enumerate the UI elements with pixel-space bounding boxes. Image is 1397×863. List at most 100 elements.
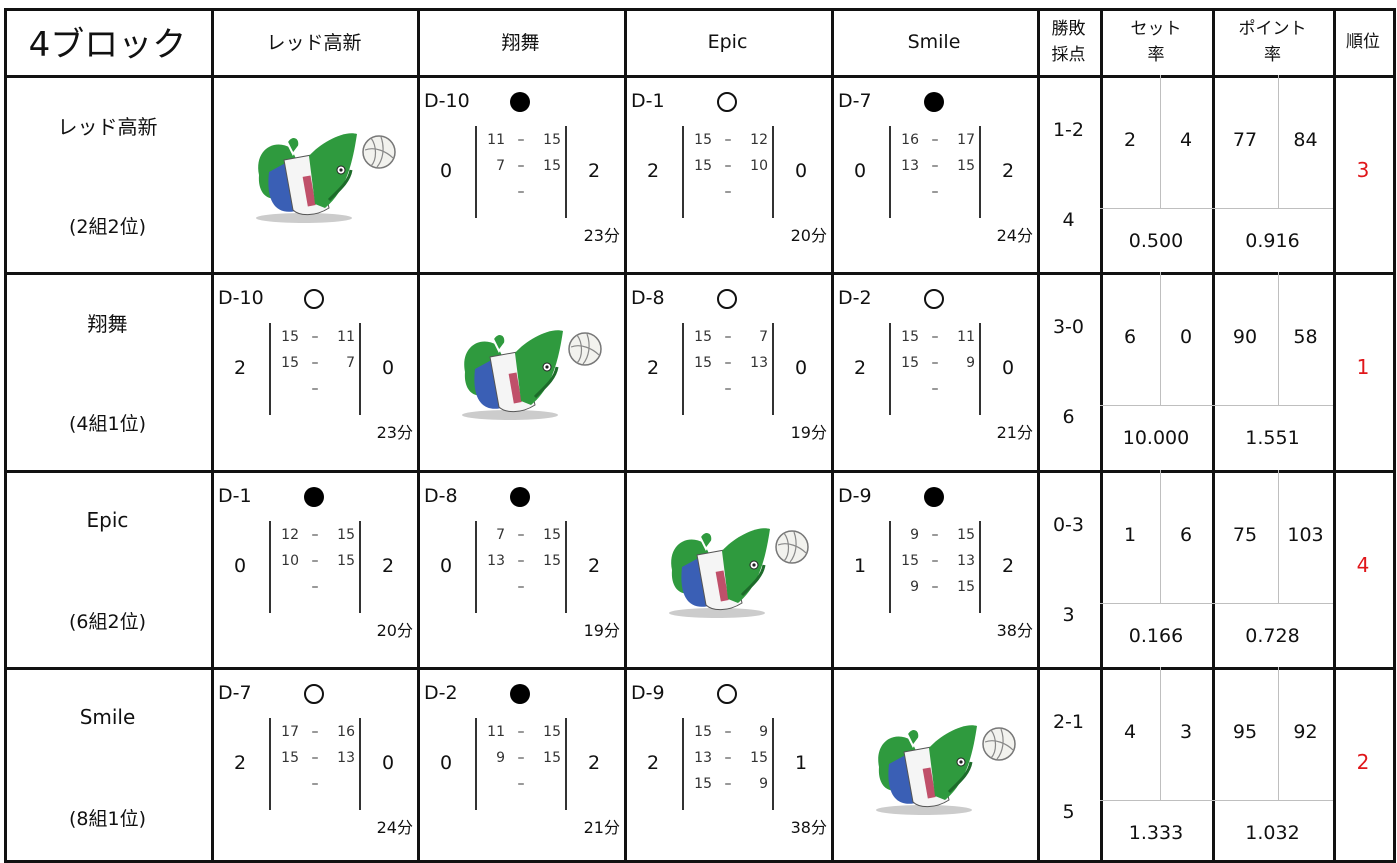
set-score-a: 13 <box>487 553 505 569</box>
set-row: – <box>891 381 979 403</box>
point-mid-line <box>1278 272 1279 405</box>
set-rate: 0.166 <box>1128 625 1184 647</box>
right-score: 0 <box>795 160 808 182</box>
points-for: 90 <box>1232 326 1258 348</box>
win-loss-record: 3-0 <box>1052 316 1085 338</box>
set-row: 13–15 <box>891 158 979 180</box>
set-dash: – <box>931 579 939 595</box>
point-rate-header: ポイント率 <box>1212 8 1333 75</box>
set-dash: – <box>517 132 525 148</box>
set-row: – <box>271 381 359 403</box>
set-row: 15–7 <box>271 355 359 377</box>
sets-won: 6 <box>1123 326 1137 348</box>
left-score: 0 <box>440 752 453 774</box>
set-row: 9–15 <box>477 750 565 772</box>
win-loss-record: 1-2 <box>1052 119 1085 141</box>
set-row: – <box>684 184 772 206</box>
set-score-a: 15 <box>901 329 919 345</box>
team-header: レッド高新 <box>266 32 362 54</box>
match-duration: 23分 <box>583 226 620 245</box>
set-mid-line <box>1160 272 1161 405</box>
set-score-b: 15 <box>957 579 975 595</box>
set-score-b: 15 <box>750 750 768 766</box>
set-row: 15–7 <box>684 329 772 351</box>
set-score-b: 15 <box>543 750 561 766</box>
match-duration: 21分 <box>583 818 620 837</box>
sets-won: 4 <box>1123 721 1137 743</box>
grid-vline <box>4 8 7 860</box>
team-name: Epic <box>86 508 129 532</box>
win-circle-icon <box>304 684 324 704</box>
set-row: – <box>684 381 772 403</box>
set-row: – <box>271 776 359 798</box>
point-rate: 0.916 <box>1245 230 1300 252</box>
set-row: – <box>477 579 565 601</box>
match-id: D-8 <box>631 287 665 309</box>
set-score-a: 16 <box>901 132 919 148</box>
sets-won: 2 <box>1123 129 1137 151</box>
set-dash: – <box>724 132 732 148</box>
set-row: 15–10 <box>684 158 772 180</box>
win-circle-icon <box>304 289 324 309</box>
set-score-b: 9 <box>966 355 975 371</box>
right-score: 2 <box>1002 160 1015 182</box>
left-score: 2 <box>647 357 660 379</box>
set-score-b: 15 <box>337 527 355 543</box>
match-id: D-8 <box>424 485 458 507</box>
win-circle-icon <box>717 684 737 704</box>
match-id: D-7 <box>838 90 872 112</box>
match-duration: 38分 <box>790 818 827 837</box>
set-row: 11–15 <box>477 132 565 154</box>
set-score-a: 13 <box>901 158 919 174</box>
left-score: 0 <box>234 555 247 577</box>
set-row: 9–15 <box>891 527 979 549</box>
sets-won: 1 <box>1123 524 1137 546</box>
left-score: 0 <box>440 555 453 577</box>
set-score-b: 10 <box>750 158 768 174</box>
set-row: 16–17 <box>891 132 979 154</box>
set-divider <box>1100 208 1333 209</box>
match-id: D-2 <box>424 682 458 704</box>
team-header: Smile <box>907 30 961 53</box>
points-against: 84 <box>1293 129 1318 151</box>
set-score-a: 17 <box>281 724 299 740</box>
grid-vline <box>1393 8 1396 860</box>
set-row: 13–15 <box>684 750 772 772</box>
set-score-b: 11 <box>337 329 355 345</box>
set-dash: – <box>724 158 732 174</box>
grid-vline <box>624 8 627 860</box>
set-dash: – <box>517 724 525 740</box>
loss-dot-icon <box>304 487 324 507</box>
team-group: (4組1位) <box>68 412 146 435</box>
set-score-b: 15 <box>957 158 975 174</box>
grid-hline <box>4 667 1396 670</box>
point-mid-line <box>1278 667 1279 800</box>
set-score-a: 11 <box>487 724 505 740</box>
grid-hline <box>4 272 1396 275</box>
point-mid-line <box>1278 75 1279 208</box>
match-id: D-10 <box>424 90 470 112</box>
set-score-a: 15 <box>281 329 299 345</box>
loss-dot-icon <box>510 92 530 112</box>
left-score: 2 <box>854 357 867 379</box>
point-rate: 1.551 <box>1245 427 1300 449</box>
right-score: 2 <box>382 555 395 577</box>
point-mid-line <box>1278 470 1279 603</box>
set-rate: 1.333 <box>1128 822 1184 844</box>
team-name: Smile <box>79 705 136 729</box>
set-dash: – <box>931 355 939 371</box>
sets-lost: 6 <box>1179 524 1193 546</box>
match-duration: 20分 <box>790 226 827 245</box>
set-dash: – <box>931 381 939 397</box>
grid-vline <box>1333 8 1336 860</box>
loss-dot-icon <box>924 487 944 507</box>
